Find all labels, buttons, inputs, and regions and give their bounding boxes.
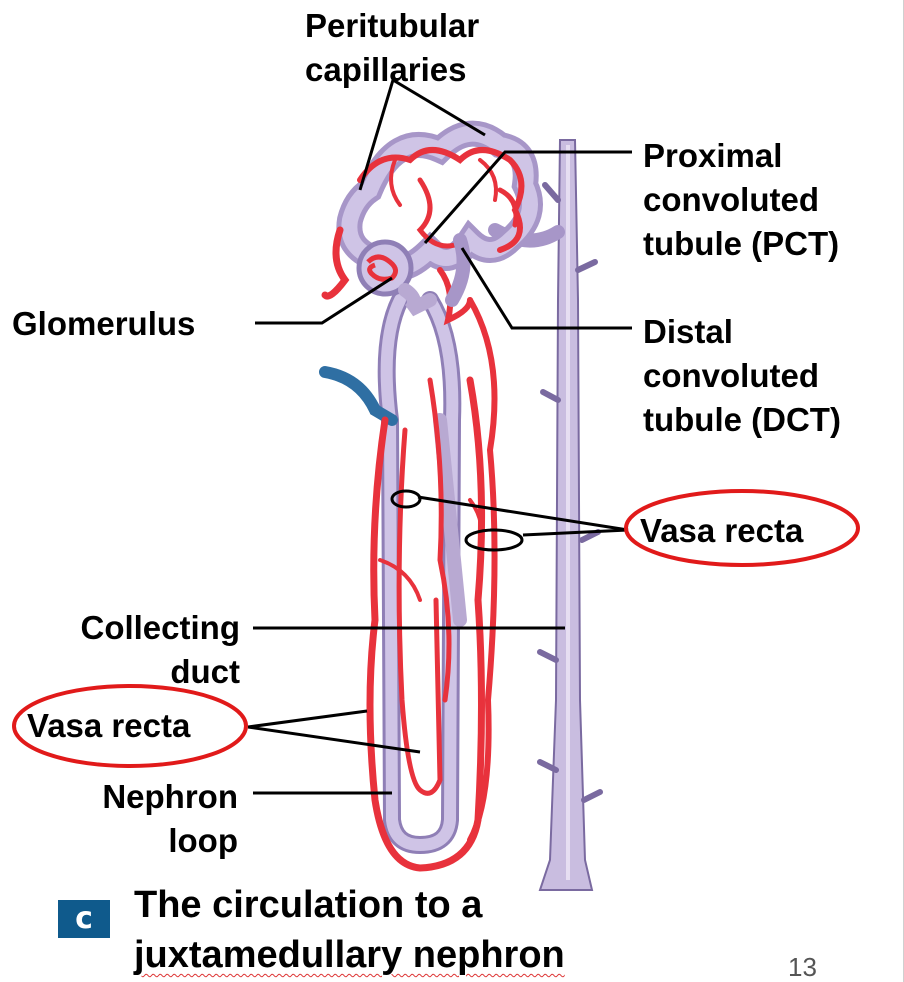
label-vasa-recta-left: Vasa recta bbox=[27, 707, 191, 744]
efferent-duct bbox=[319, 366, 398, 426]
vasa-recta-drawing bbox=[366, 297, 498, 872]
vasa-recta-left-highlight bbox=[12, 684, 248, 768]
label-peritubular-line1: Peritubular bbox=[305, 7, 480, 44]
label-pct: Proximal convoluted tubule (PCT) bbox=[643, 134, 839, 266]
label-pct-line3: tubule (PCT) bbox=[643, 225, 840, 262]
figure-letter-badge: c bbox=[58, 900, 110, 938]
label-collecting-duct-line2: duct bbox=[170, 653, 240, 690]
label-collecting-duct: Collecting duct bbox=[80, 606, 240, 694]
label-dct-line3: tubule (DCT) bbox=[643, 401, 841, 438]
label-vasa-recta-right: Vasa recta bbox=[640, 512, 804, 549]
label-pct-line1: Proximal bbox=[643, 137, 783, 174]
label-nephron-loop-line2: loop bbox=[168, 822, 238, 859]
label-peritubular-capillaries: Peritubular capillaries bbox=[305, 4, 479, 92]
page-number: 13 bbox=[788, 952, 817, 982]
label-pct-line2: convoluted bbox=[643, 181, 820, 218]
label-dct-line2: convoluted bbox=[643, 357, 820, 394]
label-dct: Distal convoluted tubule (DCT) bbox=[643, 310, 841, 442]
leader-lines bbox=[247, 78, 632, 795]
vasa-recta-right-highlight bbox=[624, 489, 860, 567]
label-dct-line1: Distal bbox=[643, 313, 733, 350]
label-peritubular-line2: capillaries bbox=[305, 51, 467, 88]
figure-caption: The circulation to a juxtamedullary neph… bbox=[134, 880, 565, 980]
collecting-duct-drawing bbox=[537, 139, 603, 891]
nephron-loop-drawing bbox=[377, 291, 467, 855]
capillary-cluster-drawing bbox=[321, 120, 543, 326]
label-collecting-duct-line1: Collecting bbox=[80, 609, 240, 646]
caption-line1: The circulation to a bbox=[134, 884, 483, 926]
label-nephron-loop: Nephron loop bbox=[102, 775, 238, 863]
label-glomerulus: Glomerulus bbox=[12, 305, 196, 342]
label-nephron-loop-line1: Nephron bbox=[102, 778, 238, 815]
caption-line2: juxtamedullary nephron bbox=[134, 934, 565, 976]
dct-tubule bbox=[445, 233, 471, 307]
